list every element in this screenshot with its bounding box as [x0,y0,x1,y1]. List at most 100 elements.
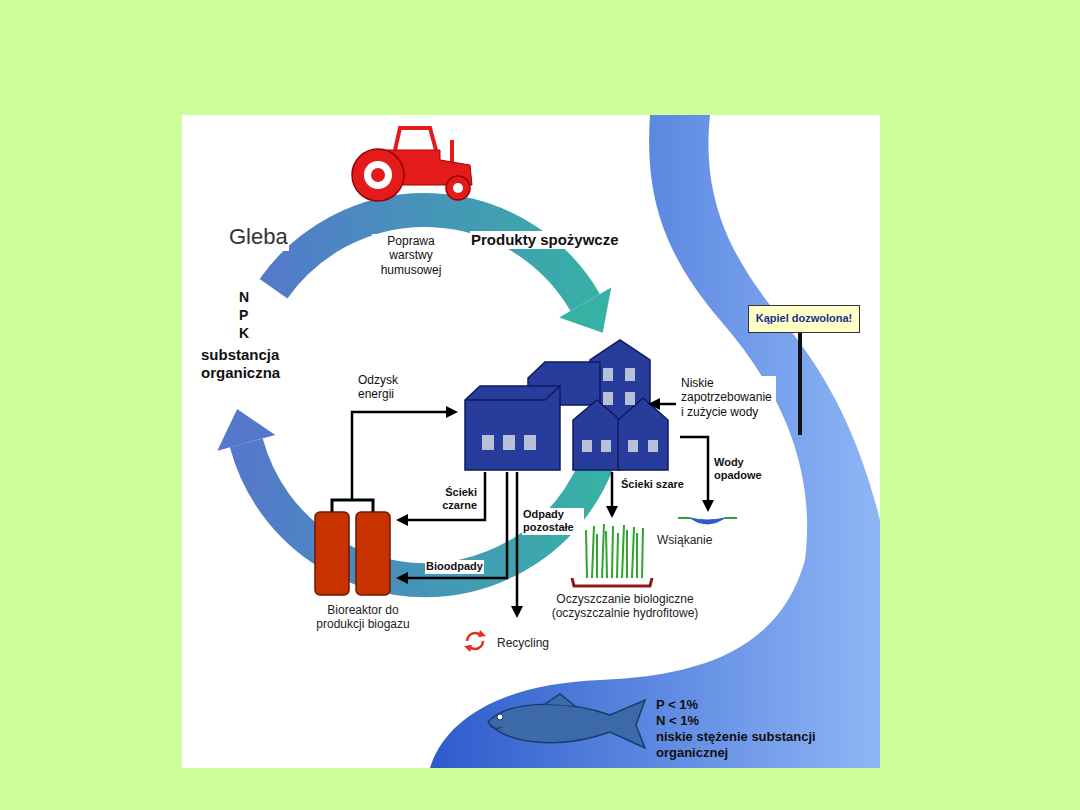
arrowhead [446,406,458,418]
window [648,440,658,452]
bioreactor [315,500,390,595]
cycle-arrowhead [559,288,611,333]
reed [636,533,638,578]
reed [602,524,604,578]
arrowheads [396,398,714,618]
node-text: Recycling [497,636,549,650]
tractor-wheel [352,149,404,201]
reed [626,530,628,578]
blackwater-arrow [408,472,485,520]
window [503,435,515,450]
ground-line [725,517,737,519]
recycling-arrowhead [478,630,486,637]
tractor-wheel-rim [364,161,392,189]
tractor-wheel-rim [453,183,463,193]
tractor-cab [395,128,436,150]
window [601,440,611,452]
reed [606,531,607,578]
tractor-wheel [446,176,470,200]
sign [800,330,801,435]
cycle-arrow [217,210,611,580]
bioreactor-tank [356,512,390,595]
biowaste-arrow [408,472,507,578]
fish-eye [497,714,503,720]
tractor [352,128,472,201]
recycling-arrowhead [464,645,472,652]
greywater-arrow [611,472,614,506]
node-text: Kąpiel dozwolona! [753,312,855,325]
sign-post [798,330,802,435]
flow-arrows [352,404,708,606]
fish-mouth [490,726,502,728]
flow-label: Produkty spożywcze [470,231,620,249]
cycle-arc-upper [274,210,586,303]
node-text: Wsiąkanie [657,533,712,547]
fish-fin [545,694,575,706]
window [628,440,638,452]
flow-label: Ścieki szare [620,478,685,492]
house [465,386,560,470]
window [625,392,635,405]
nutrient-label: substancja organiczna [200,346,308,382]
tractor-exhaust [450,140,454,165]
cycle-arrowhead [217,409,275,451]
note-label: Niskie zapotrzebowanie i zużycie wody [680,376,776,420]
reed-bed-base [572,578,652,586]
window [524,435,536,450]
window [482,435,494,450]
infiltration [678,518,737,524]
window [582,440,592,452]
cycle-arc-lower [246,363,610,580]
parameter-label: N < 1% [656,713,699,729]
region-label: Gleba [228,224,289,251]
reed [632,527,634,578]
sign-board: Kąpiel dozwolona! [748,305,860,333]
house-windows [482,368,658,452]
reed [612,526,613,578]
houses [465,340,668,470]
window [625,368,635,381]
reed-bed [572,524,652,586]
white-panel [182,115,880,768]
infiltration-pool [690,518,725,524]
fish-body [488,700,645,748]
nutrient-label: N [238,289,250,306]
roof-edge [465,399,545,401]
ground-line [678,517,690,519]
house [618,398,668,470]
nutrient-label: K [238,325,250,342]
arrowhead [396,572,408,584]
bioreactor-label: Bioreaktor do produkcji biogazu [302,603,424,632]
recycling-symbol [464,630,486,652]
reed [642,528,643,578]
recycling-arrow [516,472,519,606]
arrowhead [702,500,714,512]
house [573,400,620,470]
flow-label: Ścieki czarne [422,486,478,513]
roof-edge [545,386,560,400]
arrowhead [511,606,523,618]
arrowhead [606,506,618,518]
treatment-label: Oczyszczanie biologiczne (oczyszczalnie … [532,592,718,621]
window [603,368,613,381]
window [603,392,613,405]
flow-label: Wody opadowe [713,456,773,483]
flow-label: Bioodpady [425,560,484,574]
parameter-label: P < 1% [656,697,698,713]
arrowhead [396,514,408,526]
water-demand-arrow [660,403,676,406]
tractor-hub [371,168,385,182]
flow-label: Odzysk energii [357,373,413,402]
parameter-label: niskie stężenie substancji organicznej [656,729,821,761]
note-label: Poprawa warstwy humusowej [372,234,450,278]
fish [488,694,645,748]
reed [617,533,618,578]
reed [596,534,598,578]
recycling-label: Recycling [497,636,549,651]
nutrient-label: P [238,307,249,324]
node-text: Bioreaktor do produkcji biogazu [302,603,424,632]
flow-label: Odpady pozostałe [522,508,584,535]
reed [586,530,587,578]
